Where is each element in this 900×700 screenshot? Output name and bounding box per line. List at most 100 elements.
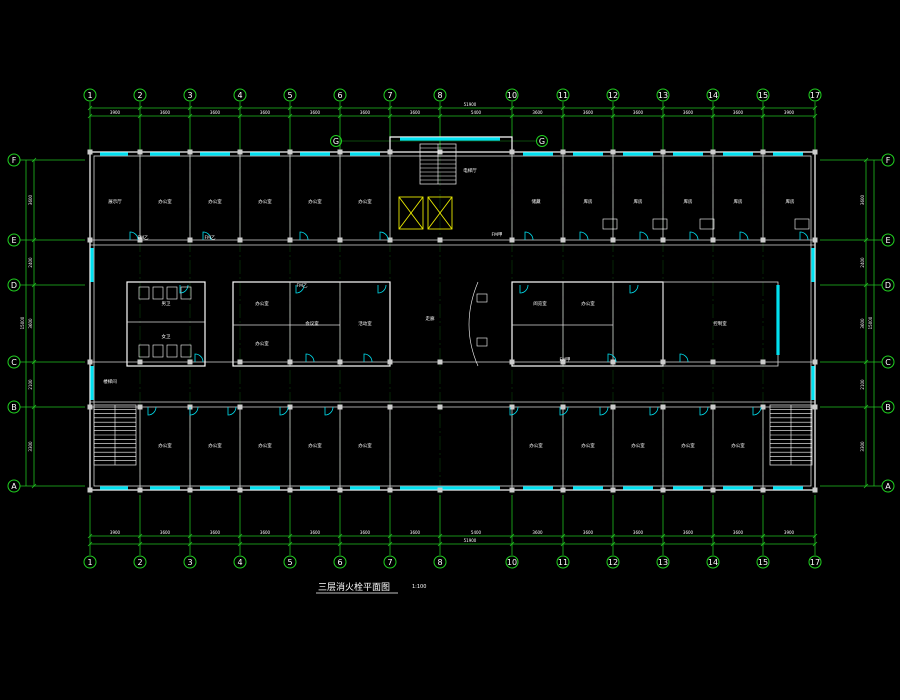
grid-bubble-circle xyxy=(7,233,21,247)
dimension-value: 3600 xyxy=(410,530,421,535)
room-label-north: 库房 xyxy=(584,198,593,205)
dimension-value-side: 2400 xyxy=(28,257,33,268)
grid-bubble-circle xyxy=(433,555,447,569)
grid-bubble-label: F xyxy=(886,156,891,165)
room-label-south: 办公室 xyxy=(529,442,543,449)
dimension-tick xyxy=(137,105,143,111)
grid-bubble-circle xyxy=(706,88,720,102)
grid-bubble: 1 xyxy=(83,88,97,102)
grid-bubble-label: A xyxy=(11,482,17,491)
dimension-tick xyxy=(610,533,616,539)
structural-column xyxy=(509,359,515,365)
structural-column xyxy=(87,487,93,493)
structural-column xyxy=(610,149,616,155)
dimension-total-side: 15000 xyxy=(20,316,25,329)
grid-bubble-label: 13 xyxy=(658,558,668,567)
grid-bubble-circle xyxy=(7,400,21,414)
dimension-value: 3600 xyxy=(683,530,694,535)
grid-bubble-label: G xyxy=(539,137,545,146)
grid-bubble: 3 xyxy=(183,88,197,102)
dimension-value: 3600 xyxy=(160,530,171,535)
grid-bubble: 12 xyxy=(606,88,620,102)
door-tag: FM甲 xyxy=(560,357,571,363)
structural-column xyxy=(560,487,566,493)
room-label-misc: 电梯厅 xyxy=(463,167,477,174)
room-label-middle: 男卫 xyxy=(162,301,171,307)
dimension-tick xyxy=(560,541,566,547)
room-label-middle: 活动室 xyxy=(358,320,372,327)
desk-fixture xyxy=(602,218,618,230)
grid-bubble-label: B xyxy=(885,403,891,412)
door-swing xyxy=(559,406,569,416)
dimension-tick xyxy=(187,105,193,111)
elevator-cross xyxy=(427,196,453,230)
grid-bubble: 8 xyxy=(433,88,447,102)
room-label-misc: 走廊 xyxy=(426,315,435,322)
dimension-tick xyxy=(509,105,515,111)
elevator-car xyxy=(398,196,424,230)
grid-bubble: 8 xyxy=(433,555,447,569)
grid-bubble-label: 6 xyxy=(337,558,342,567)
core-wall xyxy=(389,136,513,152)
room-label-middle: 办公室 xyxy=(255,300,269,307)
drawing-title: 三层消火栓平面图 xyxy=(318,581,390,593)
dimension-total-side: 15000 xyxy=(868,316,873,329)
grid-bubble: 10 xyxy=(505,555,519,569)
structural-column xyxy=(337,149,343,155)
dimension-value-side: 3300 xyxy=(28,441,33,452)
dimension-tick xyxy=(610,113,616,119)
grid-bubble-circle xyxy=(433,88,447,102)
door-swing xyxy=(739,231,749,241)
room-label-south: 办公室 xyxy=(208,442,222,449)
dimension-value: 3600 xyxy=(210,530,221,535)
grid-bubble: 12 xyxy=(606,555,620,569)
dimension-value: 3600 xyxy=(310,110,321,115)
grid-bubble-label: 15 xyxy=(758,91,768,100)
dimension-tick xyxy=(760,541,766,547)
grid-bubble-circle xyxy=(505,555,519,569)
grid-bubble: C xyxy=(7,355,21,369)
structural-column xyxy=(760,149,766,155)
grid-bubble: 7 xyxy=(383,88,397,102)
dimension-tick xyxy=(710,113,716,119)
structural-column xyxy=(137,149,143,155)
dimension-tick xyxy=(509,541,515,547)
dimension-tick xyxy=(760,105,766,111)
dimension-tick xyxy=(387,113,393,119)
dimension-tick xyxy=(31,404,37,410)
toilet-stall xyxy=(180,286,192,300)
door-swing xyxy=(599,406,609,416)
door-swing xyxy=(752,406,762,416)
exterior-wall xyxy=(89,151,816,491)
toilet-stall xyxy=(166,286,178,300)
structural-column xyxy=(610,487,616,493)
dimension-tick xyxy=(760,113,766,119)
structural-column xyxy=(337,237,343,243)
grid-bubble: 2 xyxy=(133,555,147,569)
dimension-value: 3600 xyxy=(532,110,543,115)
grid-bubble-label: 3 xyxy=(187,558,192,567)
dimension-value: 3600 xyxy=(160,110,171,115)
grid-bubble: 5 xyxy=(283,88,297,102)
dimension-tick xyxy=(437,533,443,539)
dimension-tick xyxy=(660,533,666,539)
door-swing xyxy=(227,406,237,416)
grid-bubble-circle xyxy=(606,88,620,102)
room-label-layer: 展示厅办公室办公室办公室办公室办公室储藏库房库房库房库房库房办公室办公室办公室办… xyxy=(103,167,795,449)
structural-column xyxy=(560,237,566,243)
dimension-value: 5400 xyxy=(471,110,482,115)
dimension-value: 3600 xyxy=(683,110,694,115)
structural-column xyxy=(287,149,293,155)
door-swing xyxy=(639,231,649,241)
structural-column xyxy=(187,359,193,365)
dimension-tick xyxy=(187,113,193,119)
dimension-tick xyxy=(137,541,143,547)
dimension-value: 3900 xyxy=(784,530,795,535)
grid-bubble: 15 xyxy=(756,88,770,102)
room-label-middle: 会议室 xyxy=(305,320,319,327)
grid-bubble-label: 6 xyxy=(337,91,342,100)
dimension-total: 51900 xyxy=(464,102,477,107)
grid-bubble-circle xyxy=(183,88,197,102)
structural-column xyxy=(660,404,666,410)
grid-bubble-g: G xyxy=(536,135,548,147)
